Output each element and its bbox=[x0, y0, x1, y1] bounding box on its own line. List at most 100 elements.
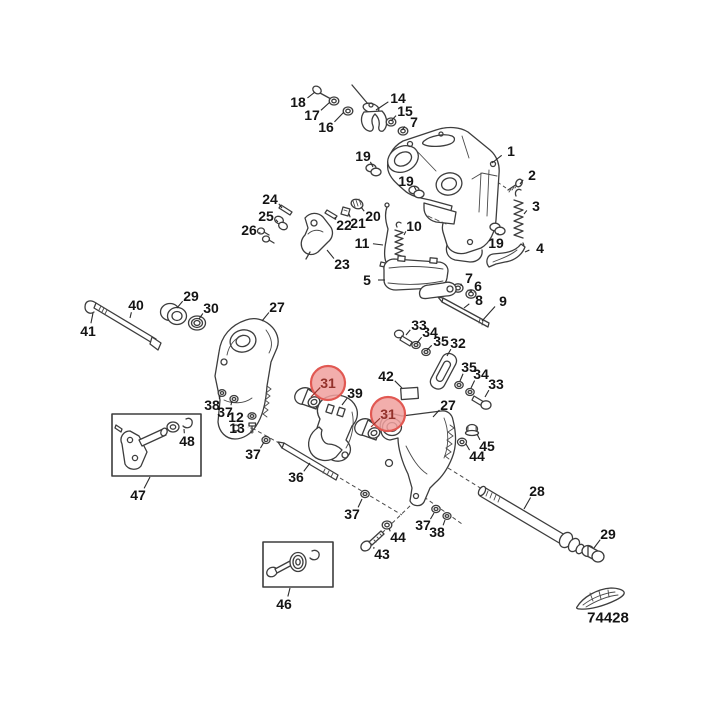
part-number-label: 27 bbox=[269, 299, 285, 315]
part-8-9-anchor-pin bbox=[437, 296, 490, 328]
highlight-leader-line bbox=[310, 387, 321, 398]
part-38-washer-bottom bbox=[442, 511, 452, 521]
part-number-label: 1 bbox=[507, 143, 515, 159]
part-number-label: 37 bbox=[217, 404, 233, 420]
leader-line bbox=[143, 476, 151, 489]
part-number-label: 19 bbox=[355, 148, 371, 164]
part-number-label: 28 bbox=[529, 483, 545, 499]
drawing-number: 74428 bbox=[587, 610, 629, 627]
leader-line bbox=[287, 587, 291, 597]
part-34-washer-lower bbox=[465, 387, 475, 397]
part-number-label: 10 bbox=[406, 218, 422, 234]
part-31-bushing-right bbox=[354, 418, 381, 441]
part-30-seal bbox=[187, 315, 207, 331]
part-number-label: 40 bbox=[128, 297, 144, 313]
part-number-label: 21 bbox=[350, 215, 366, 231]
part-number-label: 45 bbox=[479, 438, 495, 454]
leader-line bbox=[369, 161, 374, 168]
part-34-washer-upper bbox=[411, 340, 421, 350]
highlight-circle bbox=[369, 395, 407, 433]
leader-line bbox=[524, 249, 530, 253]
leader-line bbox=[401, 126, 406, 131]
part-number-label: 25 bbox=[258, 208, 274, 224]
part-12-nut bbox=[247, 412, 257, 420]
leader-line bbox=[388, 527, 391, 532]
leader-line bbox=[416, 336, 423, 344]
part-number-label: 15 bbox=[397, 103, 413, 119]
part-27-clamp-bracket-left bbox=[214, 318, 279, 440]
leader-line bbox=[519, 179, 524, 185]
part-number-label: 2 bbox=[528, 167, 536, 183]
part-number-label: 24 bbox=[262, 191, 278, 207]
part-number-label: 22 bbox=[336, 217, 352, 233]
part-6-nut bbox=[465, 289, 477, 299]
part-number-label: 38 bbox=[204, 397, 220, 413]
part-13-screw bbox=[248, 422, 257, 434]
part-number-label: 26 bbox=[241, 222, 257, 238]
leader-line bbox=[405, 329, 411, 336]
part-22-pin bbox=[324, 209, 338, 220]
part-number-label: 38 bbox=[429, 524, 445, 540]
leader-line bbox=[484, 389, 490, 398]
part-37-locknut bbox=[229, 394, 239, 404]
leader-line bbox=[476, 433, 481, 441]
part-17-washer bbox=[328, 96, 340, 106]
leader-line bbox=[523, 497, 532, 510]
part-number-label: 8 bbox=[475, 292, 483, 308]
part-1-swivel-bracket bbox=[386, 126, 500, 263]
leader-line bbox=[375, 101, 389, 111]
leader-line bbox=[357, 498, 363, 508]
part-7-washer-top bbox=[397, 126, 409, 136]
part-number-label: 42 bbox=[378, 368, 394, 384]
leader-line bbox=[334, 216, 337, 220]
sub-assembly-box-47 bbox=[111, 413, 202, 477]
part-43-bolt bbox=[360, 530, 385, 552]
part-18-screw bbox=[312, 85, 332, 100]
part-20-spring-coil bbox=[350, 198, 364, 210]
part-number-label: 34 bbox=[473, 366, 489, 382]
part-number-label: 33 bbox=[411, 317, 427, 333]
part-21-clip bbox=[340, 206, 351, 217]
part-44-washer-right bbox=[456, 437, 468, 447]
leader-line bbox=[390, 115, 397, 122]
part-37-washer-bottom bbox=[360, 489, 370, 499]
leader-line bbox=[259, 441, 265, 449]
part-19-grommet bbox=[408, 185, 425, 199]
leader-line bbox=[261, 312, 270, 322]
part-37-locknut-bottom bbox=[431, 504, 441, 514]
part-number-label: 3 bbox=[532, 198, 540, 214]
labels-overlay: 1817161415712341919192425262021222310115… bbox=[80, 90, 616, 612]
leader-line bbox=[465, 443, 471, 451]
part-2-screw bbox=[507, 178, 523, 193]
part-3-spring bbox=[513, 188, 525, 251]
part-32-link-plate bbox=[429, 352, 458, 390]
part-15-washer bbox=[385, 117, 397, 127]
part-number-label: 27 bbox=[440, 397, 456, 413]
leader-line bbox=[523, 210, 528, 215]
part-number-label: 19 bbox=[398, 173, 414, 189]
leader-line bbox=[307, 91, 316, 99]
part-23-bracket bbox=[300, 212, 334, 260]
leader-line bbox=[326, 249, 335, 259]
part-25-clamp bbox=[274, 215, 288, 231]
leader-line bbox=[470, 380, 476, 389]
sub-assembly-box-46 bbox=[262, 541, 334, 588]
part-44-washer-bottom bbox=[381, 520, 393, 530]
quicksilver-leaf-mark bbox=[575, 587, 625, 610]
highlight-circle bbox=[309, 364, 347, 402]
leader-line bbox=[341, 398, 348, 406]
leader-line bbox=[90, 312, 94, 324]
part-number-label: 33 bbox=[488, 376, 504, 392]
part-number-label: 34 bbox=[422, 324, 438, 340]
part-26-screws bbox=[256, 227, 275, 244]
part-4-reverse-lock-hook bbox=[486, 243, 526, 268]
part-35-washer-lower bbox=[454, 380, 464, 390]
leader-line bbox=[348, 213, 351, 218]
part-36-anchor-rod bbox=[277, 441, 339, 481]
part-number-label: 11 bbox=[355, 235, 370, 251]
part-number-label: 37 bbox=[415, 517, 431, 533]
leader-line bbox=[129, 312, 132, 319]
part-number-label: 7 bbox=[465, 270, 473, 286]
leader-line bbox=[463, 303, 470, 309]
